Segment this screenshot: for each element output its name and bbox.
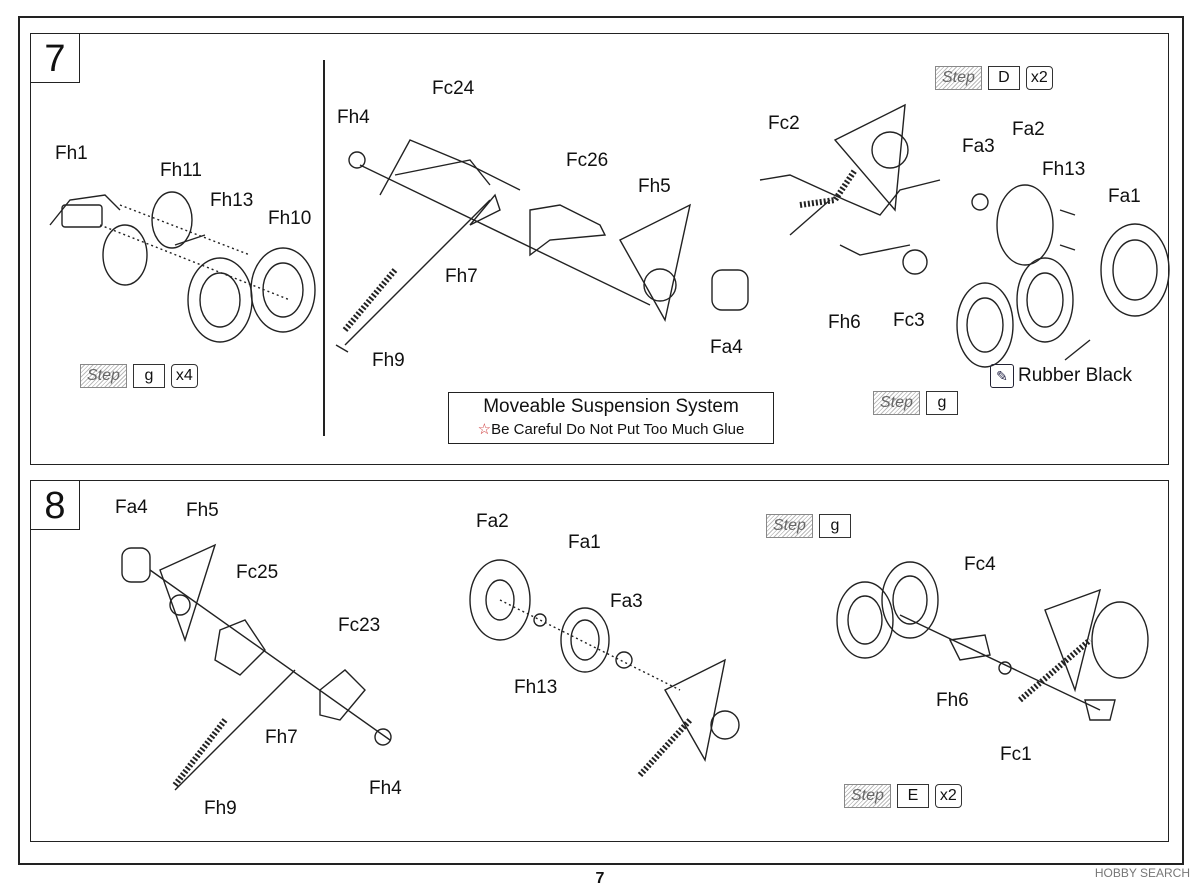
- label-fa3-s8: Fa3: [610, 591, 643, 612]
- step-count: x2: [1025, 66, 1053, 90]
- label-fc1: Fc1: [1000, 744, 1032, 765]
- label-fh9: Fh9: [372, 350, 405, 371]
- paint-brush-icon: ✎: [990, 364, 1014, 388]
- label-fa3: Fa3: [962, 136, 995, 157]
- step-code: g: [925, 391, 958, 415]
- label-fh13-right: Fh13: [1042, 159, 1086, 180]
- step-tag: Step: [935, 66, 982, 90]
- step-count: x4: [170, 364, 198, 388]
- label-fc2: Fc2: [768, 113, 800, 134]
- label-fa1: Fa1: [1108, 186, 1141, 207]
- label-fh13-s8: Fh13: [514, 677, 558, 698]
- paint-note: ✎Rubber Black: [990, 364, 1132, 388]
- label-fa4: Fa4: [710, 337, 743, 358]
- label-fh11: Fh11: [160, 160, 202, 181]
- notice-title: Moveable Suspension System: [483, 396, 739, 417]
- step7-middle-suspension-arm: [335, 139, 749, 353]
- label-fh4: Fh4: [337, 107, 370, 128]
- step-count: x2: [934, 784, 962, 808]
- label-fc4: Fc4: [964, 554, 996, 575]
- label-fc23: Fc23: [338, 615, 381, 636]
- step-7-number: 7: [30, 33, 80, 83]
- instruction-sheet: [18, 16, 1184, 865]
- label-fa2: Fa2: [1012, 119, 1045, 140]
- label-fh6-s8: Fh6: [936, 690, 969, 711]
- step-8-number: 8: [30, 480, 80, 530]
- step8-right-assembly: [836, 561, 1149, 721]
- paint-name: Rubber Black: [1018, 365, 1133, 387]
- label-fc26: Fc26: [566, 150, 609, 171]
- suspension-notice: Moveable Suspension System ☆Be Careful D…: [448, 392, 774, 444]
- label-fc3: Fc3: [893, 310, 925, 331]
- label-fh13: Fh13: [210, 190, 254, 211]
- label-fa2-s8: Fa2: [476, 511, 509, 532]
- label-fh9-s8: Fh9: [204, 798, 237, 819]
- step-7-panel: [30, 33, 1169, 465]
- notice-line: ☆Be Careful Do Not Put Too Much Glue: [449, 420, 773, 438]
- step-tag: Step: [766, 514, 813, 538]
- label-fh4-s8: Fh4: [369, 778, 402, 799]
- step-7-divider: [323, 60, 325, 436]
- step-8-panel: [30, 480, 1169, 842]
- label-fh5-s8: Fh5: [186, 500, 219, 521]
- star-icon: ☆: [477, 421, 492, 438]
- step-code: g: [132, 364, 165, 388]
- page-number: 7: [595, 870, 605, 887]
- step-code: g: [818, 514, 851, 538]
- label-fc24: Fc24: [432, 78, 475, 99]
- label-fc25: Fc25: [236, 562, 279, 583]
- label-fh6: Fh6: [828, 312, 861, 333]
- label-fh7-s8: Fh7: [265, 727, 298, 748]
- step-tag: Step: [80, 364, 127, 388]
- label-fh5: Fh5: [638, 176, 671, 197]
- step8-left-assembly: [121, 543, 392, 791]
- step-tag: Step: [844, 784, 891, 808]
- label-fh10: Fh10: [268, 208, 312, 229]
- label-fh1: Fh1: [55, 143, 88, 164]
- label-fa1-s8: Fa1: [568, 532, 601, 553]
- step-code: E: [896, 784, 929, 808]
- label-fa4-s8: Fa4: [115, 497, 148, 518]
- step-code: D: [987, 66, 1020, 90]
- step7-left-wheel-pair: [49, 191, 316, 343]
- watermark: HOBBY SEARCH: [1094, 866, 1190, 880]
- step7-right-assembly: [759, 103, 1170, 368]
- step8-middle-assembly: [469, 559, 740, 778]
- label-fh7: Fh7: [445, 266, 478, 287]
- step-tag: Step: [873, 391, 920, 415]
- notice-text: Be Careful Do Not Put Too Much Glue: [491, 421, 745, 438]
